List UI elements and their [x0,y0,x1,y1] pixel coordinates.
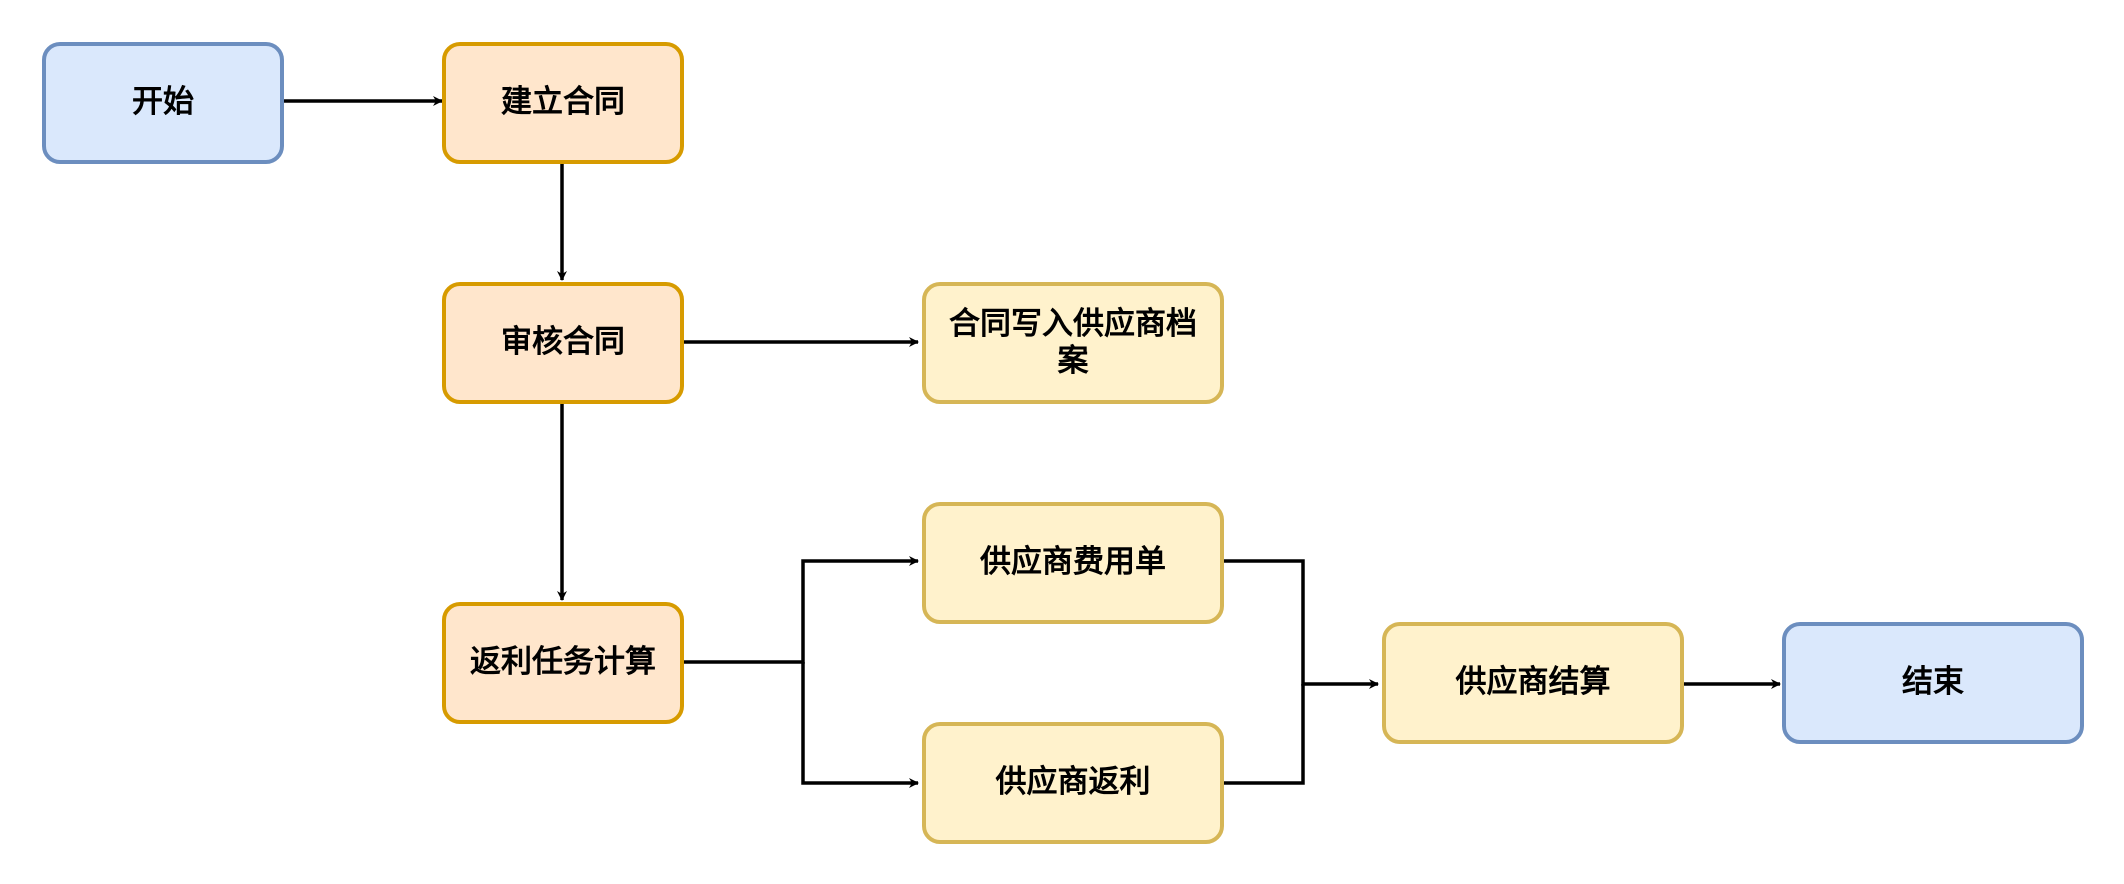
node-supplier-expense-label: 供应商费用单 [980,544,1166,581]
node-start-label: 开始 [132,84,194,121]
node-supplier-settlement-label: 供应商结算 [1455,664,1611,701]
node-write-supplier-file-label: 合同写入供应商档案 [949,305,1197,379]
edge-calc-to-rebate [801,662,919,788]
node-review-contract-label: 审核合同 [501,324,625,361]
node-supplier-expense[interactable]: 供应商费用单 [922,502,1224,624]
node-create-contract-label: 建立合同 [501,84,625,121]
node-rebate-task-calc-label: 返利任务计算 [470,644,656,681]
node-write-supplier-file[interactable]: 合同写入供应商档案 [922,282,1224,404]
edge-expense-to-settlement [1223,559,1379,689]
edge-calc-to-expense [684,556,919,664]
node-end-label: 结束 [1902,664,1964,701]
node-create-contract[interactable]: 建立合同 [442,42,684,164]
node-rebate-task-calc[interactable]: 返利任务计算 [442,602,684,724]
node-start[interactable]: 开始 [42,42,284,164]
edge-rebate-to-settlement [1223,684,1305,785]
node-supplier-settlement[interactable]: 供应商结算 [1382,622,1684,744]
node-review-contract[interactable]: 审核合同 [442,282,684,404]
node-supplier-rebate[interactable]: 供应商返利 [922,722,1224,844]
node-end[interactable]: 结束 [1782,622,2084,744]
node-supplier-rebate-label: 供应商返利 [995,764,1151,801]
